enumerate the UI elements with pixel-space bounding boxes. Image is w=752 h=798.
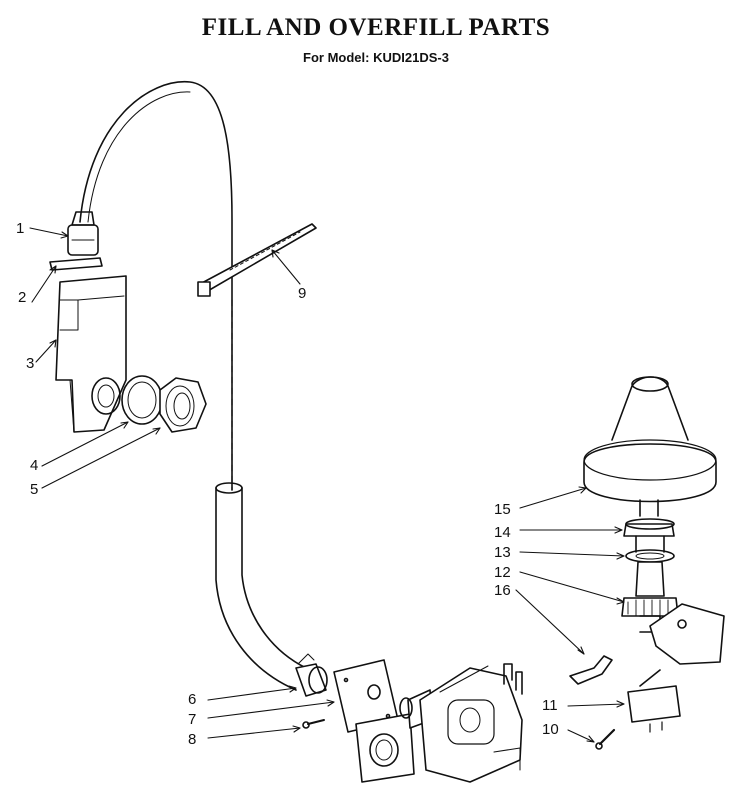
cable-tie-part-9 bbox=[197, 223, 317, 297]
switch-bracket bbox=[649, 603, 725, 665]
model-subtitle: For Model: KUDI21DS-3 bbox=[303, 50, 449, 65]
callout-15: 15 bbox=[494, 501, 511, 518]
callout-labels: 1 2 3 4 5 6 7 8 9 10 11 12 13 14 15 16 bbox=[16, 220, 559, 748]
hose-clamp-part-6 bbox=[295, 653, 328, 697]
micro-switch-part-11 bbox=[627, 669, 681, 733]
callout-12: 12 bbox=[494, 564, 511, 581]
callout-7: 7 bbox=[188, 711, 196, 728]
callout-5: 5 bbox=[30, 481, 38, 498]
funnel-spout bbox=[91, 377, 121, 415]
screw-part-8 bbox=[302, 719, 325, 729]
callout-3: 3 bbox=[26, 355, 34, 372]
callout-1: 1 bbox=[16, 220, 24, 237]
hose-clamp-part-2 bbox=[49, 257, 103, 271]
washer-part-13 bbox=[625, 549, 675, 563]
gasket-part-4 bbox=[121, 375, 163, 425]
lock-nut-part-5 bbox=[159, 377, 207, 433]
callout-16: 16 bbox=[494, 582, 511, 599]
callout-14: 14 bbox=[494, 524, 511, 541]
callout-10: 10 bbox=[542, 721, 559, 738]
callout-4: 4 bbox=[30, 457, 38, 474]
callout-8: 8 bbox=[188, 731, 196, 748]
screw-part-10 bbox=[595, 728, 616, 750]
fill-hose bbox=[79, 81, 233, 491]
float-nut-part-14 bbox=[623, 518, 675, 553]
callout-6: 6 bbox=[188, 691, 196, 708]
callout-9: 9 bbox=[298, 285, 306, 302]
lever-part-16 bbox=[569, 655, 613, 685]
callout-2: 2 bbox=[18, 289, 26, 306]
callout-11: 11 bbox=[542, 697, 558, 714]
float-part-15 bbox=[583, 376, 717, 517]
page-title: FILL AND OVERFILL PARTS bbox=[201, 14, 551, 41]
float-stem-part-12 bbox=[621, 561, 679, 633]
inlet-hose bbox=[215, 482, 307, 691]
water-valve-assembly bbox=[355, 663, 523, 783]
hose-fitting-part-1 bbox=[67, 211, 99, 256]
callout-13: 13 bbox=[494, 544, 511, 561]
fill-funnel-part-3 bbox=[55, 275, 127, 433]
leader-lines bbox=[29, 227, 625, 743]
